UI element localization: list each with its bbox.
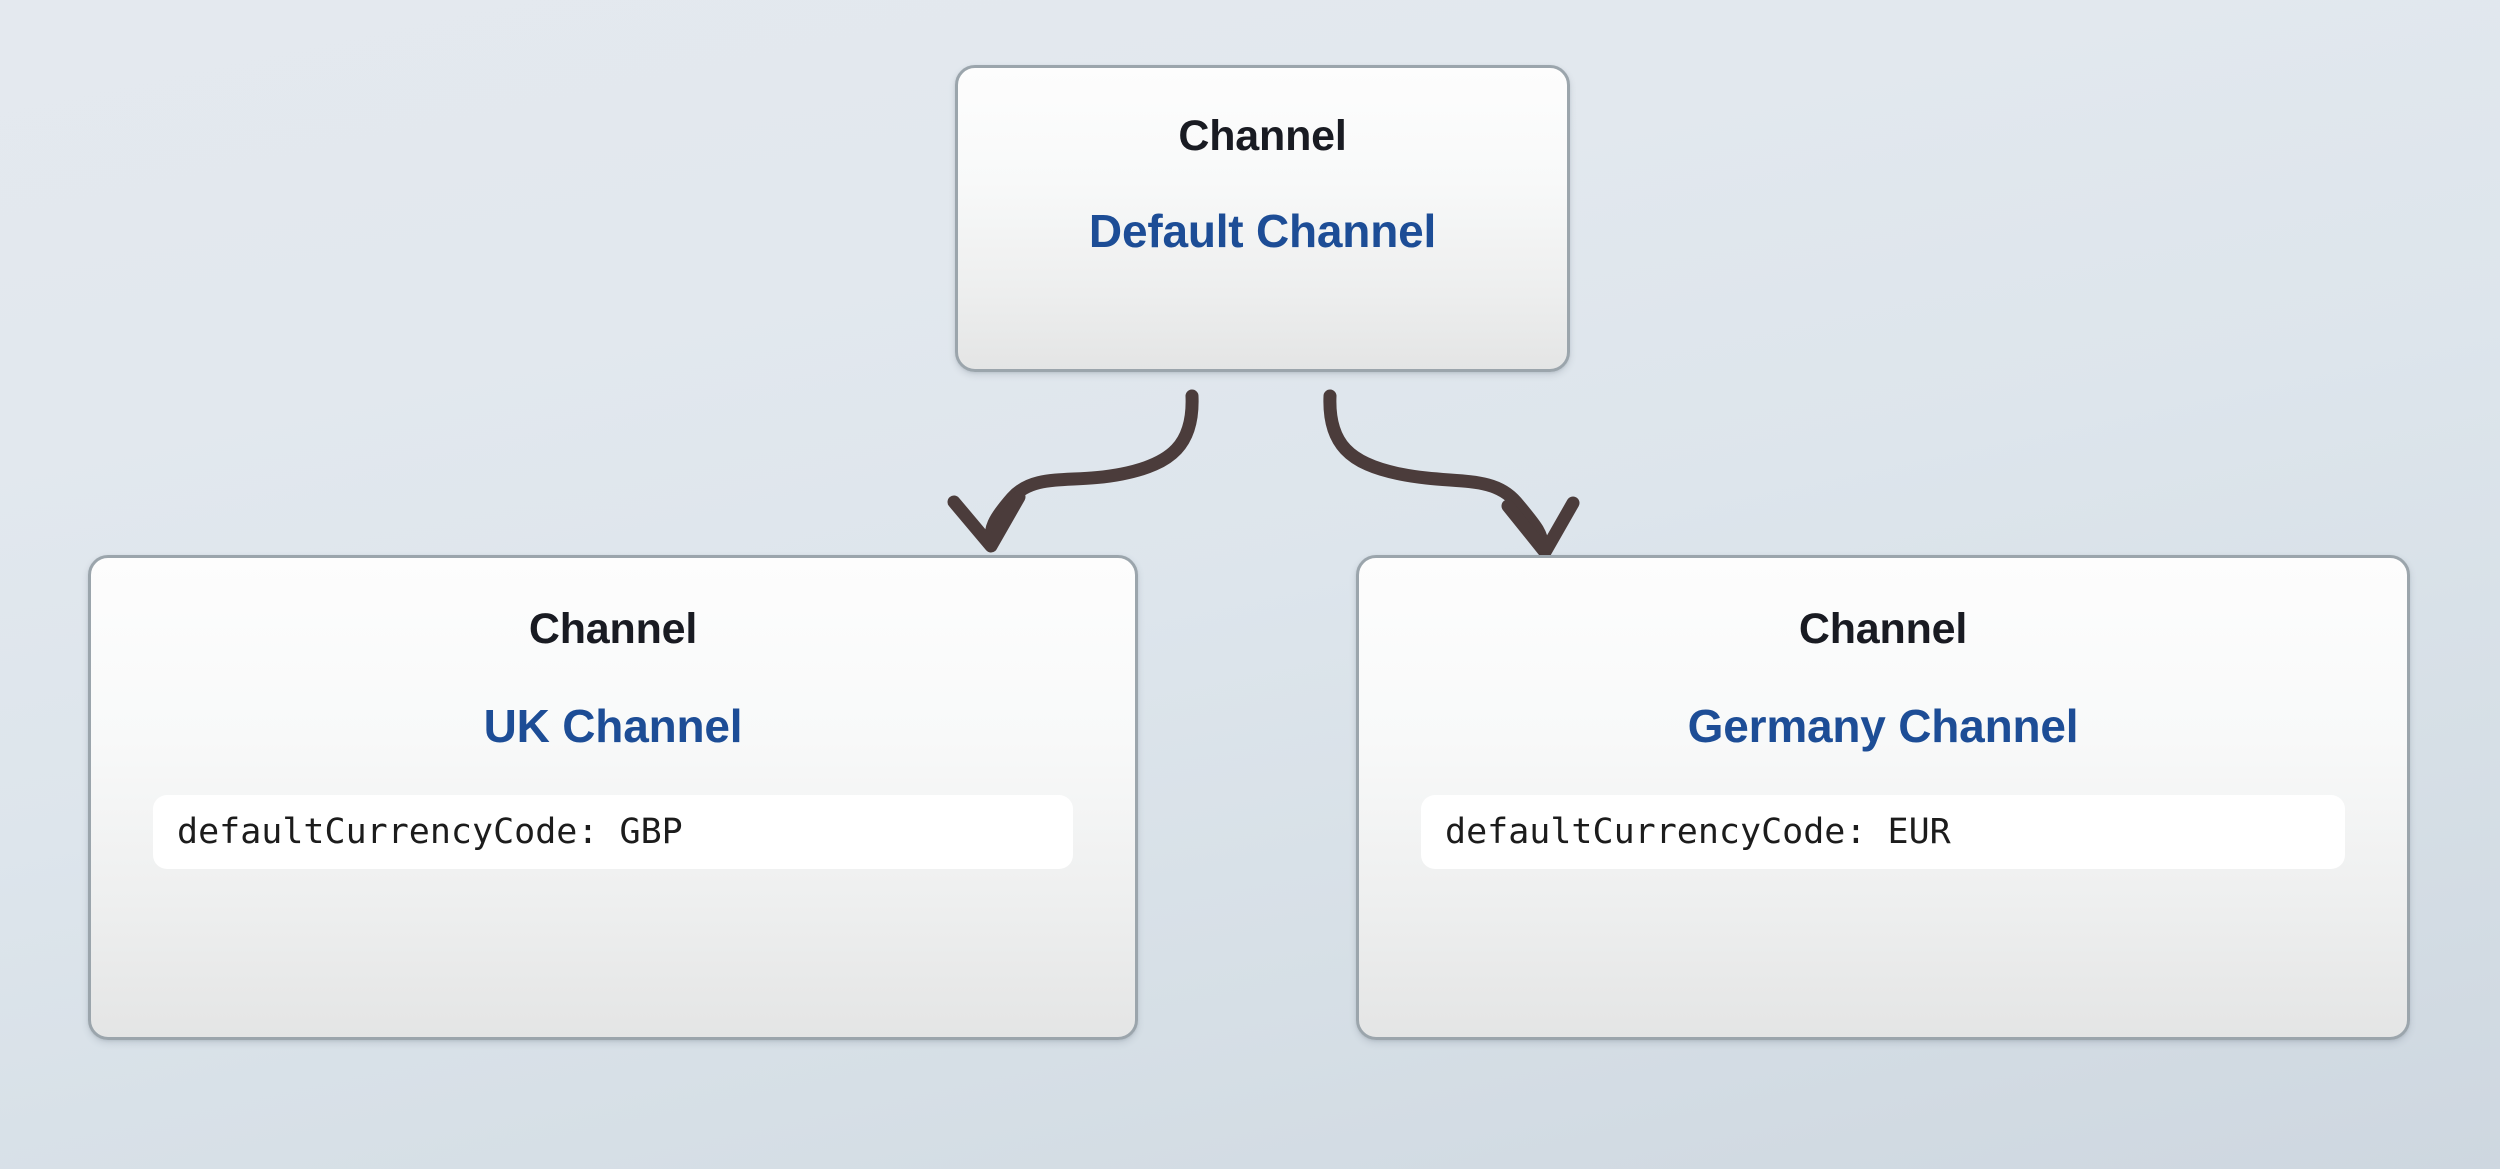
edge-root-to-left-channel: [947, 389, 1199, 553]
property-pill: defaultCurrencyCode: GBP: [153, 795, 1073, 869]
property-pill: defaultCurrencyCode: EUR: [1421, 795, 2345, 869]
node-type-label: Channel: [528, 605, 698, 653]
node-type-label: Channel: [1178, 112, 1347, 160]
node-card-uk-channel[interactable]: Channel UK Channel defaultCurrencyCode: …: [88, 555, 1138, 1040]
edge-root-to-right-channel: [1323, 389, 1580, 559]
node-properties-list: defaultCurrencyCode: GBP: [91, 795, 1135, 869]
node-title-label: Germany Channel: [1687, 700, 2079, 752]
node-card-germany-channel[interactable]: Channel Germany Channel defaultCurrencyC…: [1356, 555, 2410, 1040]
node-type-label: Channel: [1798, 605, 1968, 653]
node-title-label: UK Channel: [483, 700, 743, 752]
arrowhead-right-icon: [1501, 496, 1580, 559]
arrowhead-left-icon: [947, 490, 1026, 553]
node-title-label: Default Channel: [1088, 205, 1437, 257]
node-properties-list: defaultCurrencyCode: EUR: [1359, 795, 2407, 869]
node-card-default-channel[interactable]: Channel Default Channel: [955, 65, 1570, 372]
